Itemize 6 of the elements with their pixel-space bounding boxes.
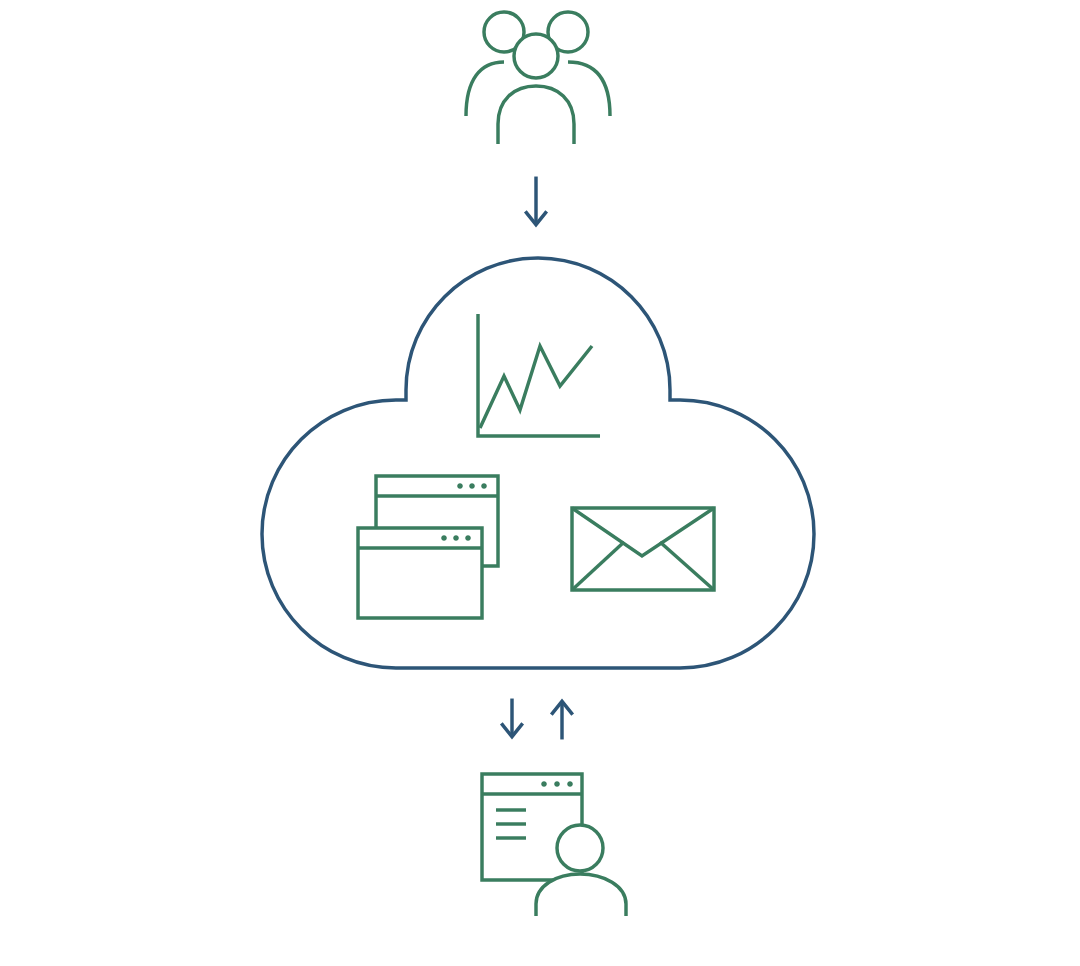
arrow [500,698,525,740]
arrow [523,176,549,228]
people-icon [464,10,612,146]
arrow [550,698,575,740]
user-icon [480,772,628,916]
cloud-drawing [260,256,816,670]
